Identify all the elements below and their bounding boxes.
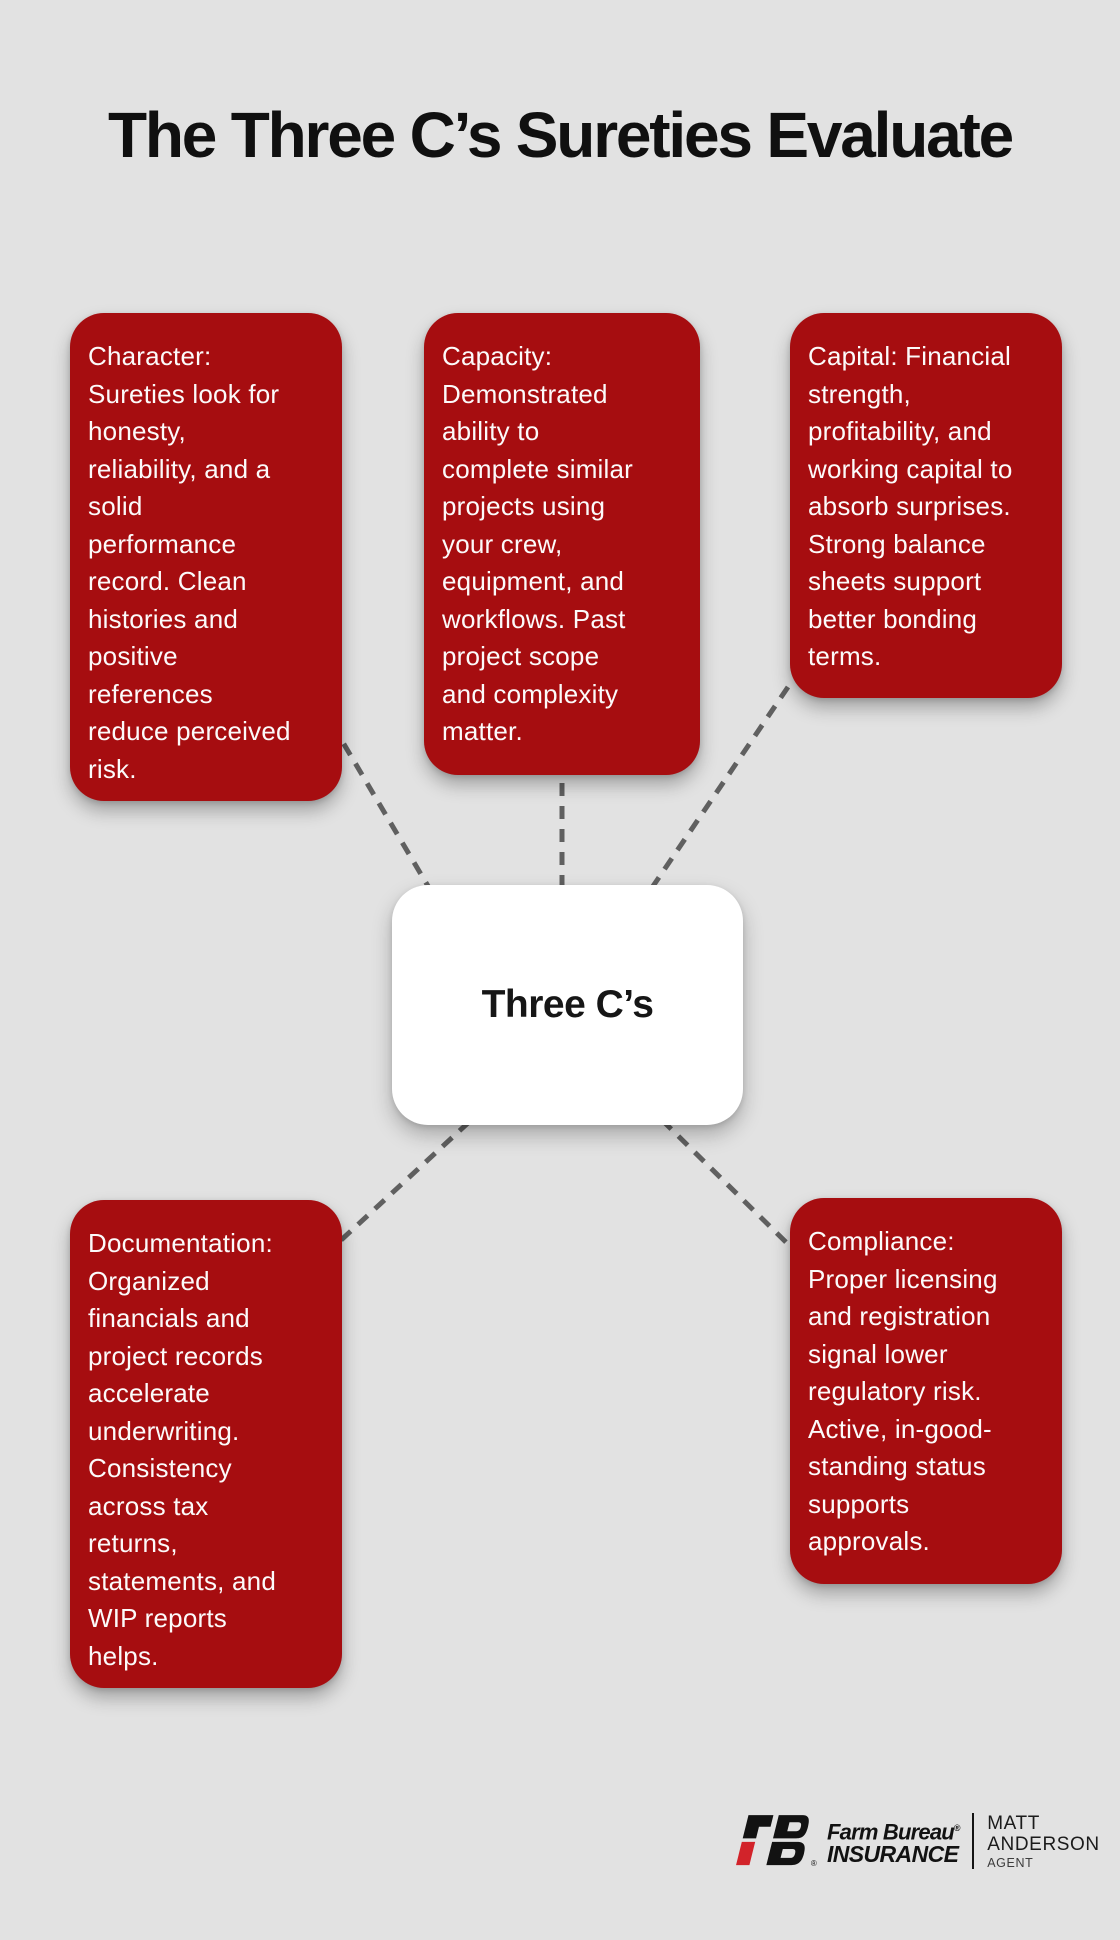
- center-node: Three C’s: [392, 885, 743, 1125]
- card-capital: Capital: Financial strength, profitabili…: [790, 313, 1062, 698]
- center-node-label: Three C’s: [481, 983, 654, 1026]
- card-compliance-text: Compliance: Proper licensing and registr…: [808, 1226, 998, 1556]
- card-compliance: Compliance: Proper licensing and registr…: [790, 1198, 1062, 1584]
- footer-brand-lockup: ® Farm Bureau® INSURANCE MATT ANDERSON A…: [736, 1812, 1100, 1870]
- brand-name-text: Farm Bureau: [827, 1819, 955, 1845]
- card-capital-text: Capital: Financial strength, profitabili…: [808, 341, 1013, 671]
- card-capacity-text: Capacity: Demonstrated ability to comple…: [442, 341, 634, 746]
- brand-registered-mark: ®: [953, 1822, 961, 1833]
- card-character-text: Character: Sureties look for honesty, re…: [88, 341, 291, 784]
- page-title: The Three C’s Sureties Evaluate: [107, 99, 1014, 171]
- connector-character-center: [329, 722, 441, 905]
- brand-insurance-line: INSURANCE: [827, 1841, 959, 1868]
- monogram-registered-mark: ®: [811, 1859, 817, 1868]
- agent-last-name: ANDERSON: [987, 1833, 1100, 1855]
- brand-wordmark: Farm Bureau® INSURANCE: [827, 1817, 961, 1868]
- connector-center-compliance: [660, 1118, 802, 1258]
- farm-bureau-fb-monogram-icon: ®: [736, 1815, 817, 1868]
- agent-block: MATT ANDERSON AGENT: [987, 1813, 1099, 1870]
- card-documentation: Documentation: Organized financials and …: [70, 1200, 342, 1688]
- brand-name-line: Farm Bureau®: [827, 1817, 961, 1845]
- footer-divider: [971, 1813, 975, 1869]
- card-capacity: Capacity: Demonstrated ability to comple…: [424, 313, 700, 775]
- connector-center-documentation: [324, 1120, 471, 1256]
- agent-first-name: MATT: [987, 1812, 1040, 1834]
- agent-role-label: AGENT: [987, 1855, 1034, 1870]
- connector-capital-center: [642, 685, 791, 900]
- card-character: Character: Sureties look for honesty, re…: [70, 313, 342, 801]
- card-documentation-text: Documentation: Organized financials and …: [88, 1228, 276, 1671]
